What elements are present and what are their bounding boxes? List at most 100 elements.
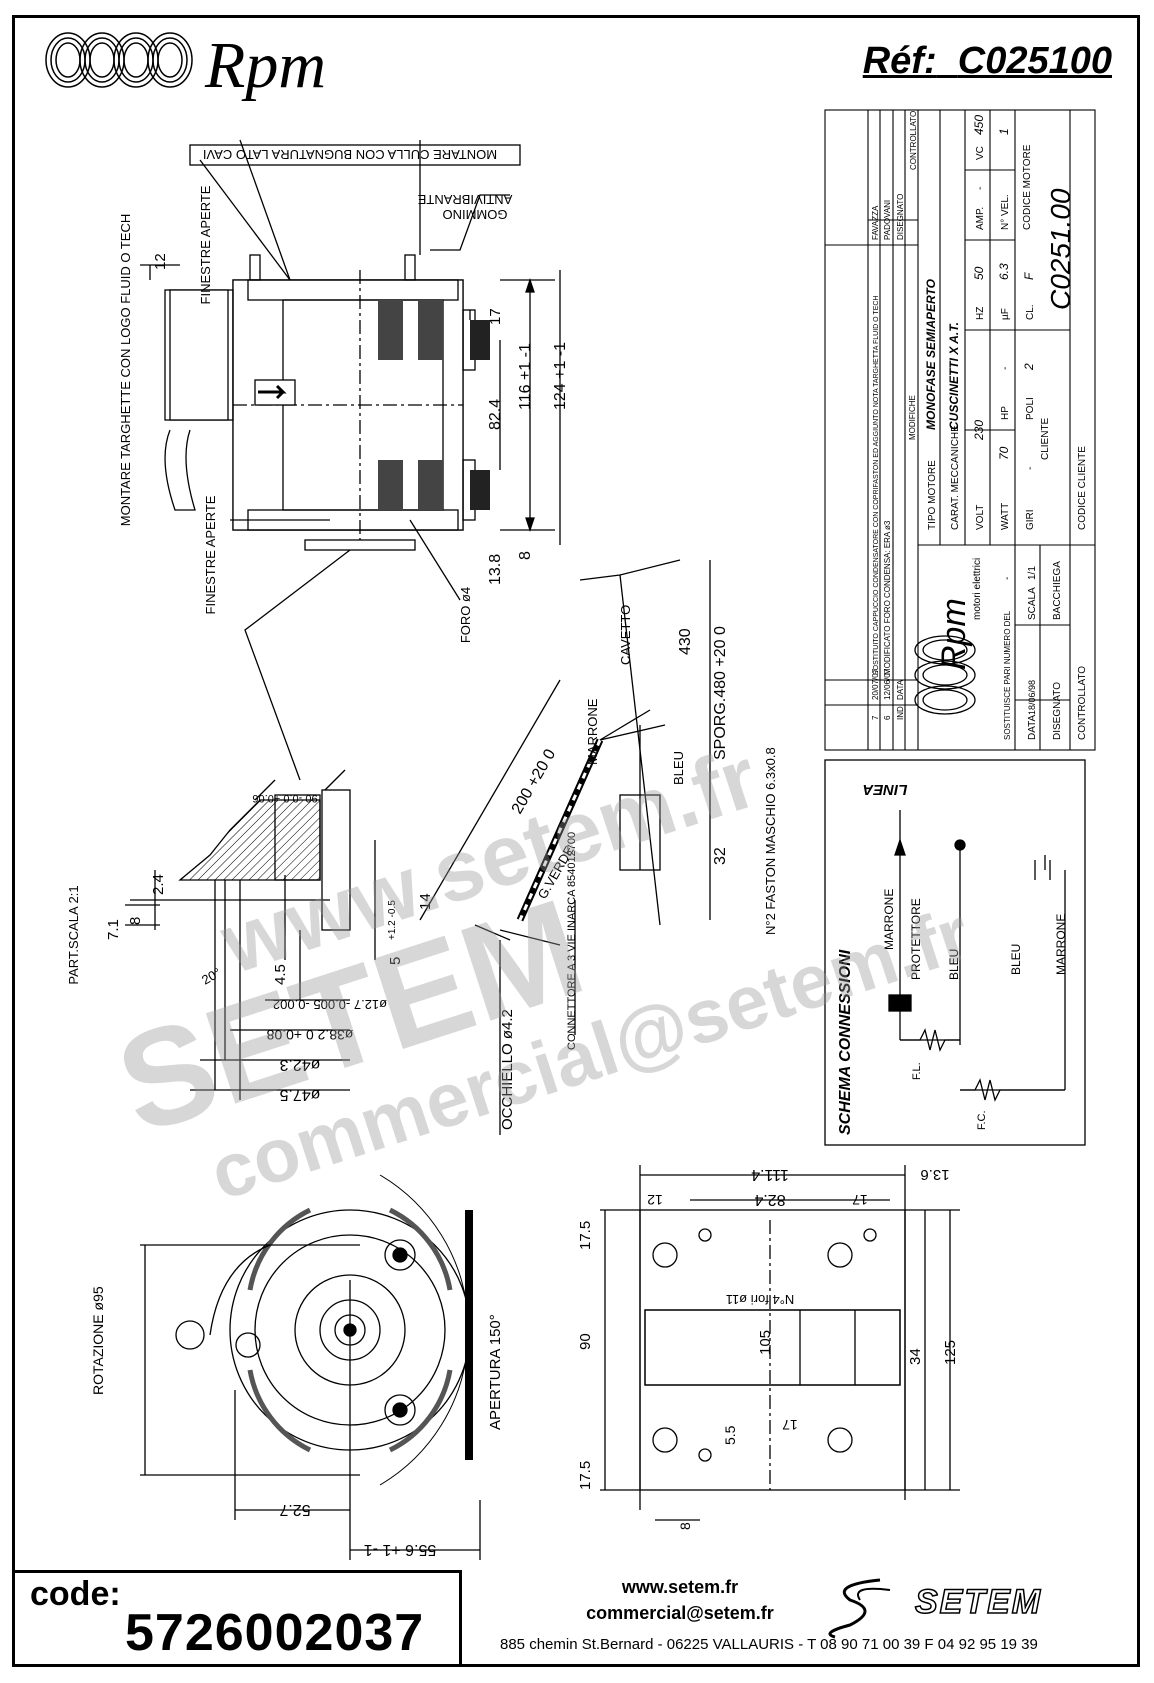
rev-6-ind: 6 bbox=[883, 715, 892, 720]
tipo-motore-label: TIPO MOTORE bbox=[927, 460, 938, 530]
detail-dim-4-5: 4.5 bbox=[272, 964, 289, 985]
label-bleu: BLEU bbox=[671, 751, 686, 785]
carat-label: CARAT. MECCANICHE bbox=[950, 425, 961, 530]
ref-label: Réf: bbox=[862, 40, 937, 82]
detail-dim-8: 8 bbox=[127, 917, 144, 925]
note-targhette: MONTARE TARGHETTE CON LOGO FLUID O TECH bbox=[118, 214, 133, 527]
volt-label: VOLT bbox=[975, 505, 986, 530]
rev-6-text: MODIFICATO FORO CONDENSA: ERA ø3 bbox=[883, 520, 892, 675]
codice-motore-label: CODICE MOTORE bbox=[1022, 144, 1033, 230]
vc: 450 bbox=[972, 115, 986, 135]
poli: 2 bbox=[1022, 363, 1036, 371]
dim-13-8: 13.8 bbox=[487, 554, 504, 585]
sostituisce: - bbox=[1002, 577, 1013, 580]
rpm-coil-logo bbox=[45, 32, 193, 88]
label-faston: N°2 FASTON MASCHIO 6.3x0.8 bbox=[763, 747, 778, 935]
bracket-dim-12: 12 bbox=[647, 1192, 663, 1208]
bracket-dim-13-6: 13.6 bbox=[920, 1166, 949, 1183]
schematic-fl: F.L. bbox=[911, 1062, 923, 1080]
bracket-dim-17: 17 bbox=[852, 1192, 868, 1208]
bracket-dim-105: 105 bbox=[757, 1330, 774, 1355]
note-antivibrante: ANTIVIBRANTE bbox=[417, 192, 512, 207]
label-430: 430 bbox=[677, 628, 694, 655]
hdr-ind: IND bbox=[896, 706, 905, 720]
dim-55-6: 55.6 +1 -1 bbox=[364, 1541, 437, 1558]
bracket-dim-17-5-top: 17.5 bbox=[577, 1221, 594, 1250]
brand-logo: Rpm bbox=[205, 29, 326, 102]
wiring-view bbox=[419, 559, 711, 1135]
schematic-marrone1: MARRONE bbox=[882, 889, 896, 950]
watt-label: WATT bbox=[1000, 503, 1011, 530]
dim-82-4: 82.4 bbox=[487, 399, 504, 430]
uf: 6.3 bbox=[997, 263, 1011, 280]
label-connettore: CONNETTORE A 3 VIE INARCA 854012700 bbox=[566, 832, 578, 1050]
note-finestre-bottom: FINESTRE APERTE bbox=[203, 495, 218, 614]
drawing-frame bbox=[12, 15, 1140, 1667]
detail-dim-14: 14 bbox=[417, 893, 434, 910]
poli-label: POLI bbox=[1025, 397, 1036, 420]
title-block-coil-logo bbox=[914, 635, 976, 715]
giri: - bbox=[1025, 467, 1036, 470]
detail-dim-2-4: 2.4 bbox=[150, 874, 167, 895]
disegnato-label: DISEGNATO bbox=[1052, 682, 1063, 740]
detail-dim-7-1: 7.1 bbox=[105, 919, 122, 940]
label-cavetto: CAVETTO bbox=[618, 605, 633, 665]
bracket-hole-note: N°4 fori ø11 bbox=[726, 1292, 795, 1307]
ref-value: C025100 bbox=[957, 40, 1112, 82]
sostituisce-label: SOSTITUISCE PARI NUMERO DEL bbox=[1003, 610, 1012, 740]
rev-7-ind: 7 bbox=[871, 715, 880, 720]
detail-dim-5: 5 bbox=[387, 957, 404, 965]
scala-label: SCALA bbox=[1027, 587, 1038, 620]
schematic-protettore: PROTETTORE bbox=[909, 898, 923, 980]
code-label: code: bbox=[30, 1575, 121, 1613]
schematic-linea: LINEA bbox=[863, 781, 908, 798]
scala: 1/1 bbox=[1027, 566, 1038, 580]
detail-dim-42-3: ø42.3 bbox=[279, 1056, 320, 1073]
codice-motore: C0251.00 bbox=[1045, 188, 1076, 310]
hdr-controllato: CONTROLLATO bbox=[909, 111, 918, 170]
volt: 230 bbox=[972, 420, 986, 441]
bracket-dim-111-4: 111.4 bbox=[751, 1166, 789, 1183]
email-link[interactable]: commercial@setem.fr bbox=[586, 1603, 774, 1623]
shaft-detail-view bbox=[125, 769, 376, 1100]
bracket-dim-17-bot: 17 bbox=[782, 1417, 798, 1433]
dim-52-7: 52.7 bbox=[279, 1501, 310, 1518]
detail-title: PART.SCALA 2:1 bbox=[66, 885, 81, 984]
label-32: 32 bbox=[712, 847, 729, 865]
bracket-dim-90: 90 bbox=[577, 1333, 594, 1350]
hp-label: HP bbox=[1000, 406, 1011, 420]
rev-7-dis: FAVAZZA bbox=[871, 205, 880, 240]
dim-116: 116 +1 -1 bbox=[517, 343, 534, 410]
note-finestre-top: FINESTRE APERTE bbox=[198, 185, 213, 304]
data-value: 18/06/98 bbox=[1027, 680, 1037, 715]
amp: - bbox=[975, 187, 986, 190]
watt: 70 bbox=[997, 446, 1011, 460]
code-box bbox=[12, 1570, 462, 1667]
bracket-dim-125: 125 bbox=[942, 1340, 959, 1365]
hz: 50 bbox=[972, 266, 986, 280]
schematic-marrone2: MARRONE bbox=[1054, 914, 1068, 975]
amp-label: AMP. bbox=[975, 207, 986, 230]
rev-6-date: 12/06/07 bbox=[883, 668, 892, 700]
codice-cliente-label: CODICE CLIENTE bbox=[1077, 446, 1088, 530]
label-rotazione: ROTAZIONE ø95 bbox=[90, 1286, 106, 1395]
giri-label: GIRI bbox=[1025, 509, 1036, 530]
note-culla: MONTARE CULLA CON BUGNATURA LATO CAVI bbox=[203, 147, 497, 162]
label-sporg: SPORG.480 +20 0 bbox=[712, 626, 729, 760]
company-address: 885 chemin St.Bernard - 06225 VALLAURIS … bbox=[500, 1636, 1038, 1653]
hp: - bbox=[1000, 367, 1011, 370]
motor-front-view bbox=[140, 1174, 481, 1560]
rev-7-date: 20/07/07 bbox=[871, 668, 880, 700]
carat: CUSCINETTI X A.T. bbox=[947, 322, 961, 430]
detail-dim-38-2: ø38.2 0 +0.08 bbox=[266, 1027, 353, 1043]
title-block-brand: Rpm bbox=[935, 598, 973, 670]
note-gommino: GOMMINO bbox=[443, 207, 508, 222]
hdr-data: DATA bbox=[896, 679, 905, 700]
disegnato: BACCHIEGA bbox=[1052, 561, 1063, 620]
label-marrone: MARRONE bbox=[585, 698, 600, 765]
cliente-label: CLIENTE bbox=[1040, 417, 1051, 460]
website-link[interactable]: www.setem.fr bbox=[621, 1577, 739, 1597]
hz-label: HZ bbox=[975, 307, 986, 320]
nvel-label: N° VEL. bbox=[1000, 194, 1011, 230]
bracket-dim-5-5: 5.5 bbox=[722, 1425, 738, 1445]
